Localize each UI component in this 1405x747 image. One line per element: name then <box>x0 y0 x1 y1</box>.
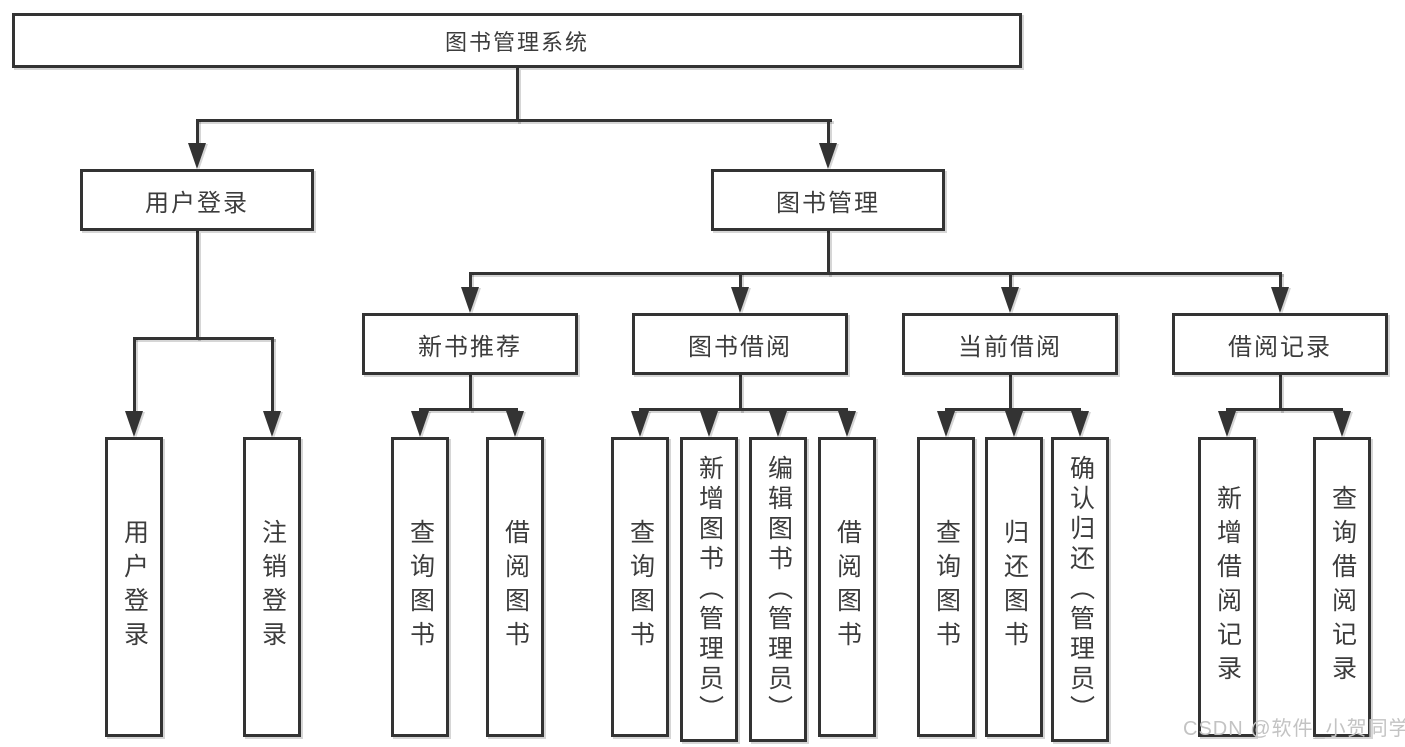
leaf-borrow-books: 借阅图书 <box>818 437 876 737</box>
leaf-query-borrow-record: 查询借阅记录 <box>1313 437 1371 737</box>
leaf-add-books-admin: 新增图书（管理员） <box>680 437 738 742</box>
connector-line <box>739 375 742 411</box>
arrowhead-down-icon <box>769 411 787 437</box>
connector-line <box>945 408 1081 411</box>
connector-line <box>133 337 274 340</box>
leaf-label: 查询图书 <box>932 519 961 655</box>
leaf-label: 借阅图书 <box>833 519 862 655</box>
arrowhead-down-icon <box>1218 411 1236 437</box>
leaf-query-books: 查询图书 <box>391 437 449 737</box>
arrowhead-down-icon <box>819 143 837 169</box>
arrowhead-down-icon <box>1071 411 1089 437</box>
connector-line <box>469 272 472 290</box>
connector-line <box>271 337 274 415</box>
connector-line <box>1226 408 1343 411</box>
leaf-label: 编辑图书（管理员） <box>764 454 793 725</box>
leaf-edit-books-admin: 编辑图书（管理员） <box>749 437 807 742</box>
leaf-label: 归还图书 <box>1000 519 1029 655</box>
arrowhead-down-icon <box>1271 287 1289 313</box>
connector-line <box>196 119 832 122</box>
leaf-label: 查询借阅记录 <box>1328 485 1357 689</box>
connector-line <box>1009 375 1012 411</box>
arrowhead-down-icon <box>631 411 649 437</box>
connector-line <box>469 375 472 411</box>
arrowhead-down-icon <box>461 287 479 313</box>
node-book-management: 图书管理 <box>711 169 945 231</box>
connector-line <box>419 408 518 411</box>
leaf-label: 注销登录 <box>258 519 287 655</box>
arrowhead-down-icon <box>1005 411 1023 437</box>
leaf-confirm-return-admin: 确认归还（管理员） <box>1051 437 1109 742</box>
node-user-login: 用户登录 <box>80 169 314 231</box>
leaf-query-books: 查询图书 <box>917 437 975 737</box>
node-new-book-recommendation: 新书推荐 <box>362 313 578 375</box>
connector-line <box>469 272 1282 275</box>
arrowhead-down-icon <box>411 411 429 437</box>
connector-line <box>739 272 742 290</box>
leaf-label: 查询图书 <box>626 519 655 655</box>
connector-line <box>827 231 830 275</box>
csdn-watermark: CSDN @软件_小贺同学 <box>1183 718 1405 740</box>
arrowhead-down-icon <box>731 287 749 313</box>
leaf-query-books: 查询图书 <box>611 437 669 737</box>
node-borrowing-records: 借阅记录 <box>1172 313 1388 375</box>
leaf-label: 查询图书 <box>406 519 435 655</box>
leaf-add-borrow-record: 新增借阅记录 <box>1198 437 1256 737</box>
connector-line <box>196 119 199 147</box>
connector-line <box>516 68 519 122</box>
arrowhead-down-icon <box>1001 287 1019 313</box>
arrowhead-down-icon <box>1333 411 1351 437</box>
arrowhead-down-icon <box>700 411 718 437</box>
leaf-borrow-books: 借阅图书 <box>486 437 544 737</box>
leaf-label: 新增借阅记录 <box>1213 485 1242 689</box>
connector-line <box>639 408 848 411</box>
connector-line <box>1009 272 1012 290</box>
leaf-label: 确认归还（管理员） <box>1066 454 1095 725</box>
leaf-return-books: 归还图书 <box>985 437 1043 737</box>
connector-line <box>196 231 199 339</box>
arrowhead-down-icon <box>838 411 856 437</box>
arrowhead-down-icon <box>937 411 955 437</box>
node-current-borrowing: 当前借阅 <box>902 313 1118 375</box>
connector-line <box>827 119 830 147</box>
leaf-logout: 注销登录 <box>243 437 301 737</box>
leaf-label: 借阅图书 <box>501 519 530 655</box>
node-book-borrowing: 图书借阅 <box>632 313 848 375</box>
arrowhead-down-icon <box>125 411 143 437</box>
connector-line <box>133 337 136 415</box>
node-library-management-system: 图书管理系统 <box>12 13 1022 68</box>
leaf-label: 新增图书（管理员） <box>695 454 724 725</box>
connector-line <box>1279 272 1282 290</box>
leaf-user-login: 用户登录 <box>105 437 163 737</box>
arrowhead-down-icon <box>263 411 281 437</box>
leaf-label: 用户登录 <box>120 519 149 655</box>
arrowhead-down-icon <box>506 411 524 437</box>
connector-line <box>1279 375 1282 411</box>
arrowhead-down-icon <box>188 143 206 169</box>
